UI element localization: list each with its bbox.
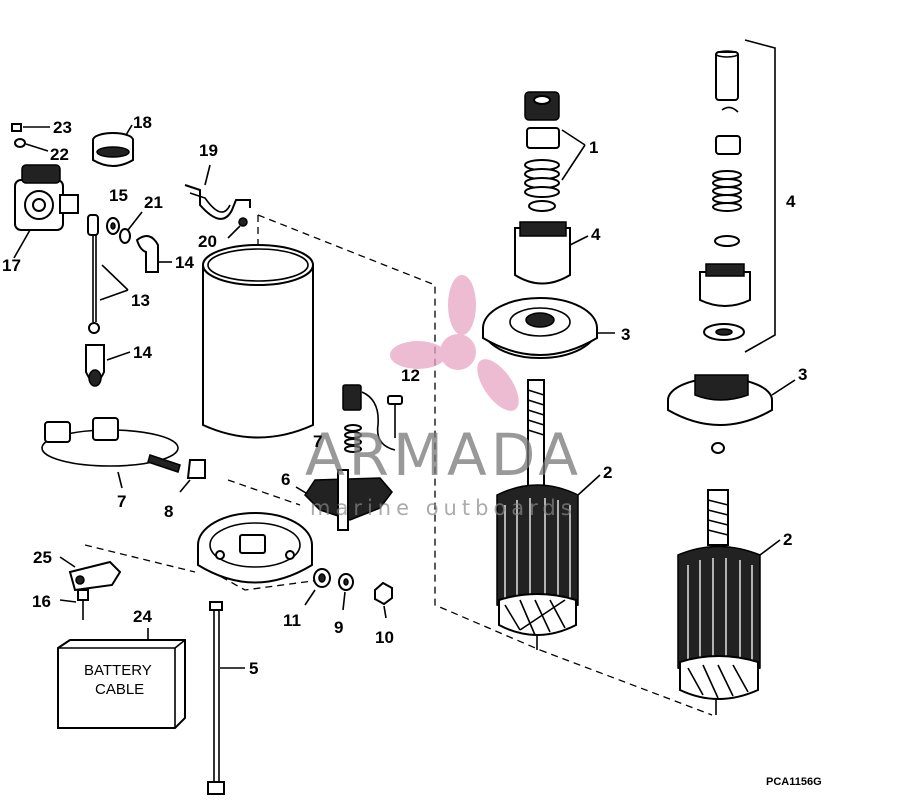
callout-10: 10 bbox=[375, 628, 394, 647]
reference-code: PCA1156G bbox=[766, 776, 822, 788]
callout-6: 6 bbox=[281, 470, 290, 489]
callout-9: 9 bbox=[334, 618, 343, 637]
battery-cable-label-line2: CABLE bbox=[95, 681, 144, 698]
part-5-through-bolt bbox=[207, 601, 245, 795]
callout-4-right: 4 bbox=[786, 192, 796, 211]
callout-5: 5 bbox=[249, 659, 258, 678]
callout-4-center: 4 bbox=[591, 225, 601, 244]
callout-1: 1 bbox=[589, 138, 598, 157]
part-7-brush-holder bbox=[41, 417, 181, 489]
callout-22: 22 bbox=[50, 145, 69, 164]
callout-23: 23 bbox=[53, 118, 72, 137]
callout-labels: 1 2 2 3 3 4 4 5 6 7 7 8 9 10 11 12 13 14… bbox=[2, 113, 807, 678]
callout-3-right: 3 bbox=[798, 365, 807, 384]
part-24-battery-cable-box bbox=[57, 628, 186, 729]
part-7-brushes-springs bbox=[342, 384, 396, 453]
part-23-nut bbox=[11, 123, 50, 152]
propeller-logo bbox=[390, 275, 519, 411]
callout-16: 16 bbox=[32, 592, 51, 611]
armada-watermark: ARMADA marine outboards bbox=[305, 275, 582, 520]
callout-12: 12 bbox=[401, 366, 420, 385]
part-14-boot-upper bbox=[135, 235, 172, 273]
callout-2-right: 2 bbox=[783, 530, 792, 549]
watermark-title: ARMADA bbox=[305, 421, 582, 489]
callout-7-center: 7 bbox=[313, 432, 322, 451]
callout-14-lower: 14 bbox=[133, 343, 152, 362]
part-6-brush-plate bbox=[295, 469, 393, 531]
part-3-drive-housing-center bbox=[482, 297, 615, 359]
callout-25: 25 bbox=[33, 548, 52, 567]
part-21-washer bbox=[119, 211, 143, 244]
callout-7-left: 7 bbox=[117, 492, 126, 511]
part-13-lead-wire bbox=[87, 214, 129, 334]
battery-cable-label-line1: BATTERY bbox=[84, 662, 152, 679]
callout-14-upper: 14 bbox=[175, 253, 194, 272]
part-14-boot-lower bbox=[85, 344, 131, 387]
callout-17: 17 bbox=[2, 256, 21, 275]
part-15-washer bbox=[106, 217, 120, 235]
part-25-terminal bbox=[59, 556, 122, 592]
part-17-solenoid bbox=[13, 164, 79, 259]
callout-3-center: 3 bbox=[621, 325, 630, 344]
watermark-subtitle: marine outboards bbox=[310, 496, 577, 520]
callout-21: 21 bbox=[144, 193, 163, 212]
callout-18: 18 bbox=[133, 113, 152, 132]
callout-11: 11 bbox=[283, 611, 301, 630]
part-10-nut bbox=[374, 581, 393, 619]
callout-24: 24 bbox=[133, 607, 152, 626]
part-3-drive-housing-right bbox=[667, 374, 796, 426]
end-cap-lower bbox=[197, 512, 313, 584]
part-12-screw bbox=[387, 395, 403, 438]
callout-20: 20 bbox=[198, 232, 217, 251]
part-19-bracket bbox=[184, 164, 251, 220]
starter-frame bbox=[202, 244, 314, 439]
callout-13: 13 bbox=[131, 291, 150, 310]
part-1-drive-hardware-center bbox=[524, 91, 586, 212]
part-4-drive-hardware-right bbox=[699, 39, 776, 353]
part-2-armature-right bbox=[677, 442, 781, 715]
part-8-clip bbox=[179, 459, 206, 493]
callout-15: 15 bbox=[109, 186, 128, 205]
part-18-boot bbox=[92, 124, 134, 167]
part-4-pinion-center bbox=[514, 221, 589, 285]
part-20-screw bbox=[227, 217, 248, 239]
part-11-washer bbox=[304, 568, 331, 606]
callout-19: 19 bbox=[199, 141, 218, 160]
callout-8: 8 bbox=[164, 502, 173, 521]
callout-2-center: 2 bbox=[603, 463, 612, 482]
part-16-screw bbox=[59, 589, 89, 620]
part-2-armature-center bbox=[496, 379, 601, 650]
part-9-washer bbox=[338, 573, 354, 611]
